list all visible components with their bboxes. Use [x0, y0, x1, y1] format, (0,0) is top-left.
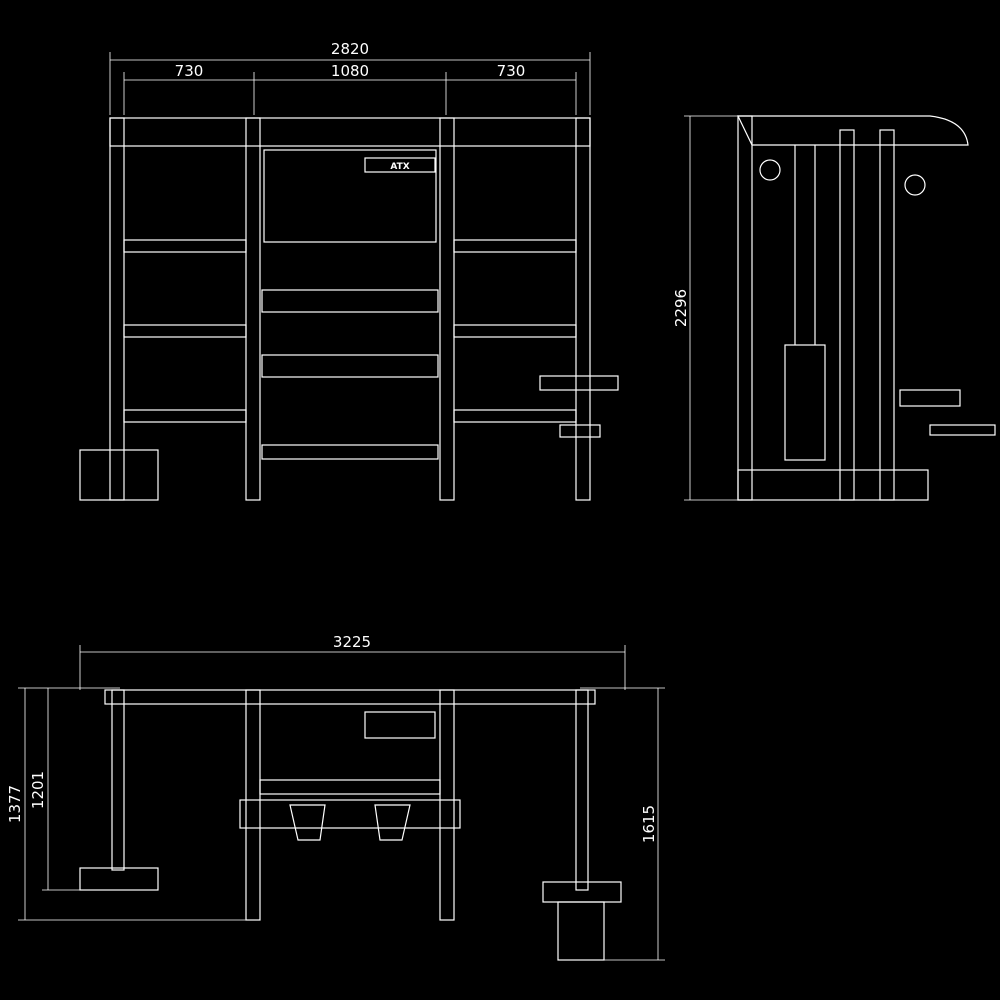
top-view: 3225 1377 1201 1615: [6, 633, 665, 961]
dim-right-bay: 730: [497, 62, 526, 80]
front-frame: [79, 117, 619, 501]
dim-top-overall-width: 3225: [333, 633, 371, 651]
side-frame: [737, 115, 996, 501]
dim-depth-outer: 1377: [6, 785, 24, 823]
front-dimension-lines: [109, 52, 591, 115]
dim-overall-width: 2820: [331, 40, 369, 58]
dim-left-bay: 730: [175, 62, 204, 80]
dim-depth-inner: 1201: [29, 771, 47, 809]
dim-depth-bench: 1615: [640, 805, 658, 843]
atx-logo: ATX: [390, 162, 409, 172]
dim-height: 2296: [672, 289, 690, 327]
side-view: 2296: [672, 115, 996, 501]
top-frame: [79, 689, 622, 961]
front-view: 2820 730 1080 730 ATX: [79, 40, 619, 501]
dim-center-bay: 1080: [331, 62, 369, 80]
